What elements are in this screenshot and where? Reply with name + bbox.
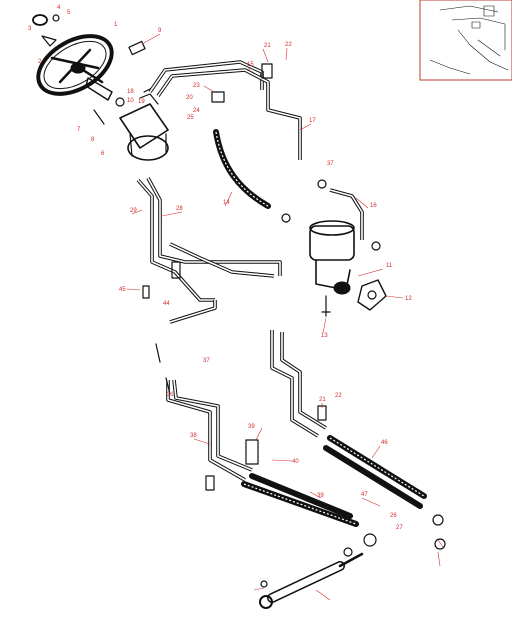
- callout-16: 16: [370, 203, 377, 209]
- callout-38: 39: [248, 424, 255, 430]
- callout-36: 38: [190, 433, 197, 439]
- callout-labels: 4 5 3 2 1 9 21 22 15 23 20 24 25 18 19 1…: [28, 5, 412, 531]
- callout-2: 2: [38, 59, 42, 65]
- callout-43: 47: [361, 492, 368, 498]
- callout-26: 26: [390, 513, 397, 519]
- callout-25: 25: [187, 115, 194, 121]
- callout-35-upper: 37: [327, 161, 334, 167]
- steering-control-unit: [119, 87, 169, 161]
- callout-9: 9: [158, 28, 162, 34]
- horn-cap-parts: [32, 14, 146, 56]
- callout-1: 1: [114, 22, 118, 28]
- callout-28: 28: [176, 206, 183, 212]
- callout-18: 18: [127, 89, 134, 95]
- callout-11: 11: [386, 263, 393, 269]
- callout-37: 39: [317, 493, 324, 499]
- callout-3: 3: [28, 26, 32, 32]
- steering-cylinder: [259, 547, 364, 609]
- pump-reservoir: [309, 220, 387, 317]
- callout-10: 10: [127, 98, 134, 104]
- steering-wheel: [36, 34, 114, 96]
- overview-thumbnail[interactable]: [419, 0, 512, 81]
- callout-39: 40: [292, 459, 299, 465]
- fittings-brackets: [142, 63, 446, 588]
- callout-12: 12: [405, 296, 412, 302]
- callout-35-lower: 37: [203, 358, 210, 364]
- callout-19: 19: [138, 99, 145, 105]
- callout-15: 15: [247, 62, 254, 68]
- hydraulic-hoses: [213, 129, 427, 527]
- callout-4: 4: [57, 5, 61, 11]
- steering-column: [85, 77, 125, 125]
- callout-leaders: [126, 33, 444, 601]
- callout-42: 46: [381, 440, 388, 446]
- callout-7: 7: [77, 127, 81, 133]
- callout-27: 27: [396, 525, 403, 531]
- callout-21-lower: 21: [319, 397, 326, 403]
- callout-20: 20: [186, 95, 193, 101]
- callout-31: 31: [167, 392, 174, 398]
- callout-40: 44: [163, 301, 170, 307]
- callout-8: 8: [91, 137, 95, 143]
- callout-29: 29: [130, 208, 137, 214]
- callout-5: 5: [67, 10, 71, 16]
- callout-21-upper: 21: [264, 43, 271, 49]
- callout-22-upper: 22: [285, 42, 292, 48]
- callout-13: 13: [321, 333, 328, 339]
- callout-24: 24: [193, 108, 200, 114]
- callout-22-lower: 22: [335, 393, 342, 399]
- callout-23: 23: [193, 83, 200, 89]
- callout-17: 17: [309, 118, 316, 124]
- callout-6: 6: [101, 151, 105, 157]
- callout-41: 45: [119, 287, 126, 293]
